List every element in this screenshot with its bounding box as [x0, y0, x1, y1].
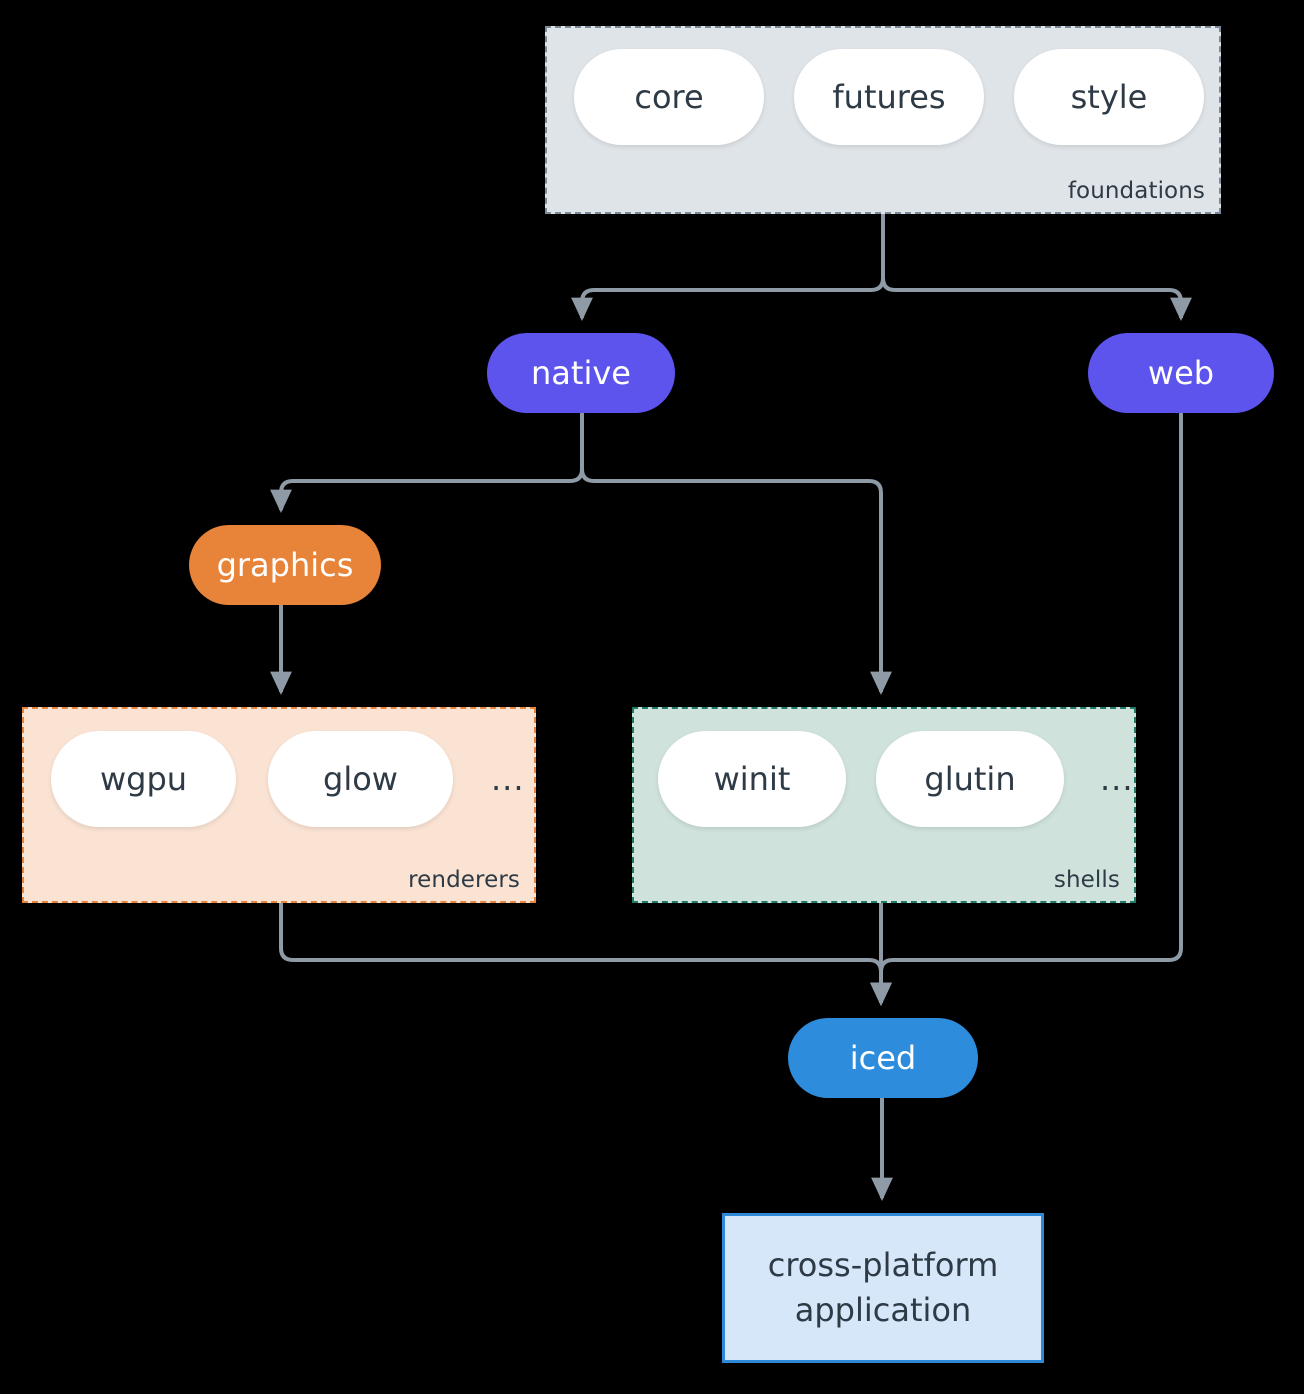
- application-label-line2: application: [794, 1291, 972, 1329]
- group-label-renderers: renderers: [408, 867, 520, 893]
- pill-futures[interactable]: futures: [794, 49, 984, 145]
- pill-glow[interactable]: glow: [268, 731, 453, 827]
- pill-wgpu[interactable]: wgpu: [51, 731, 236, 827]
- renderers-overflow-ellipsis: ...: [491, 760, 525, 798]
- application-label-line1: cross-platform: [767, 1245, 999, 1284]
- group-shells: winit glutin ... shells: [632, 707, 1136, 903]
- renderers-items: wgpu glow ...: [51, 731, 525, 827]
- node-cross-platform-application[interactable]: cross-platform application: [722, 1213, 1044, 1363]
- pill-glutin[interactable]: glutin: [876, 731, 1064, 827]
- shells-items: winit glutin ...: [658, 731, 1134, 827]
- node-iced[interactable]: iced: [788, 1018, 978, 1098]
- group-foundations: core futures style foundations: [545, 26, 1221, 214]
- node-graphics[interactable]: graphics: [189, 525, 381, 605]
- node-native[interactable]: native: [487, 333, 675, 413]
- edge-native-to-shells: [580, 468, 892, 695]
- edge-native-to-graphics: [270, 413, 584, 513]
- pill-core[interactable]: core: [574, 49, 764, 145]
- node-web[interactable]: web: [1088, 333, 1274, 413]
- shells-overflow-ellipsis: ...: [1100, 760, 1134, 798]
- foundations-items: core futures style: [574, 49, 1204, 145]
- group-renderers: wgpu glow ... renderers: [22, 707, 536, 903]
- group-label-foundations: foundations: [1067, 178, 1205, 204]
- pill-style[interactable]: style: [1014, 49, 1204, 145]
- group-label-shells: shells: [1053, 867, 1120, 893]
- edge-renderers-to-iced: [279, 903, 892, 1006]
- edge-foundations-split: [571, 214, 885, 321]
- edge-foundations-to-web: [881, 277, 1192, 321]
- pill-winit[interactable]: winit: [658, 731, 846, 827]
